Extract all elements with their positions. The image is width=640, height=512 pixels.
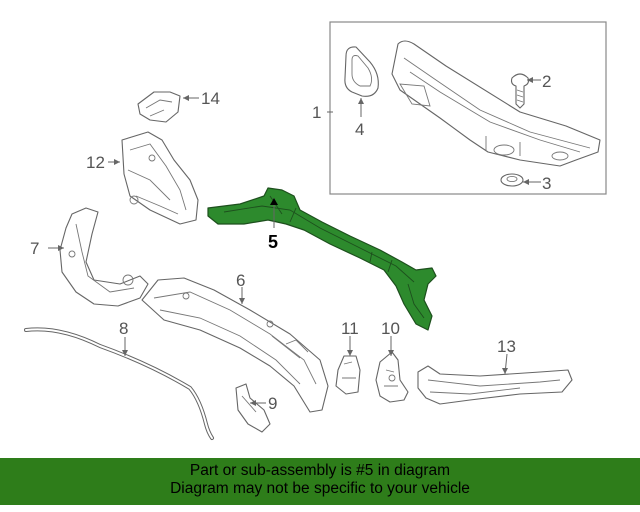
part-4-seal[interactable]	[344, 46, 379, 97]
part-2-clip[interactable]	[510, 73, 530, 109]
part-5-upper-tie-bar[interactable]	[207, 187, 437, 331]
callout-9: 9	[268, 394, 277, 413]
part-6-side-member[interactable]	[141, 277, 329, 413]
callout-8: 8	[119, 319, 128, 338]
callout-4: 4	[355, 120, 364, 139]
callout-labels: 1 2 3 4 5 6 7 8 9 10 11 12 13 14	[30, 72, 551, 413]
parts-diagram: 1 2 3 4 5 6 7 8 9 10 11 12 13 14	[24, 21, 607, 440]
part-12-bracket[interactable]	[121, 131, 199, 225]
leader-arrowheads	[58, 77, 533, 406]
callout-1: 1	[312, 103, 321, 122]
part-13-member[interactable]	[417, 365, 573, 405]
callout-2: 2	[542, 72, 551, 91]
part-9-bracket[interactable]	[235, 383, 271, 433]
callout-3: 3	[542, 174, 551, 193]
part-3-grommet[interactable]	[500, 173, 524, 187]
part-1-cowl-panel[interactable]	[391, 40, 601, 167]
banner-line-2: Diagram may not be specific to your vehi…	[170, 480, 470, 497]
callout-11: 11	[341, 319, 359, 338]
callout-6: 6	[236, 271, 245, 290]
banner-line-1: Part or sub-assembly is #5 in diagram	[189, 462, 451, 479]
callout-5: 5	[268, 232, 278, 252]
part-7-side-support[interactable]	[59, 207, 149, 307]
part-14-bracket[interactable]	[137, 91, 181, 123]
callout-12: 12	[86, 153, 105, 172]
callout-13: 13	[497, 337, 516, 356]
part-8-weatherstrip-inner	[25, 328, 213, 439]
part-11-bracket[interactable]	[335, 355, 361, 395]
callout-10: 10	[381, 319, 400, 338]
part-10-bracket[interactable]	[375, 351, 409, 403]
callout-14: 14	[201, 89, 220, 108]
part-info-banner: Part or sub-assembly is #5 in diagram Di…	[0, 458, 640, 505]
callout-7: 7	[30, 239, 39, 258]
